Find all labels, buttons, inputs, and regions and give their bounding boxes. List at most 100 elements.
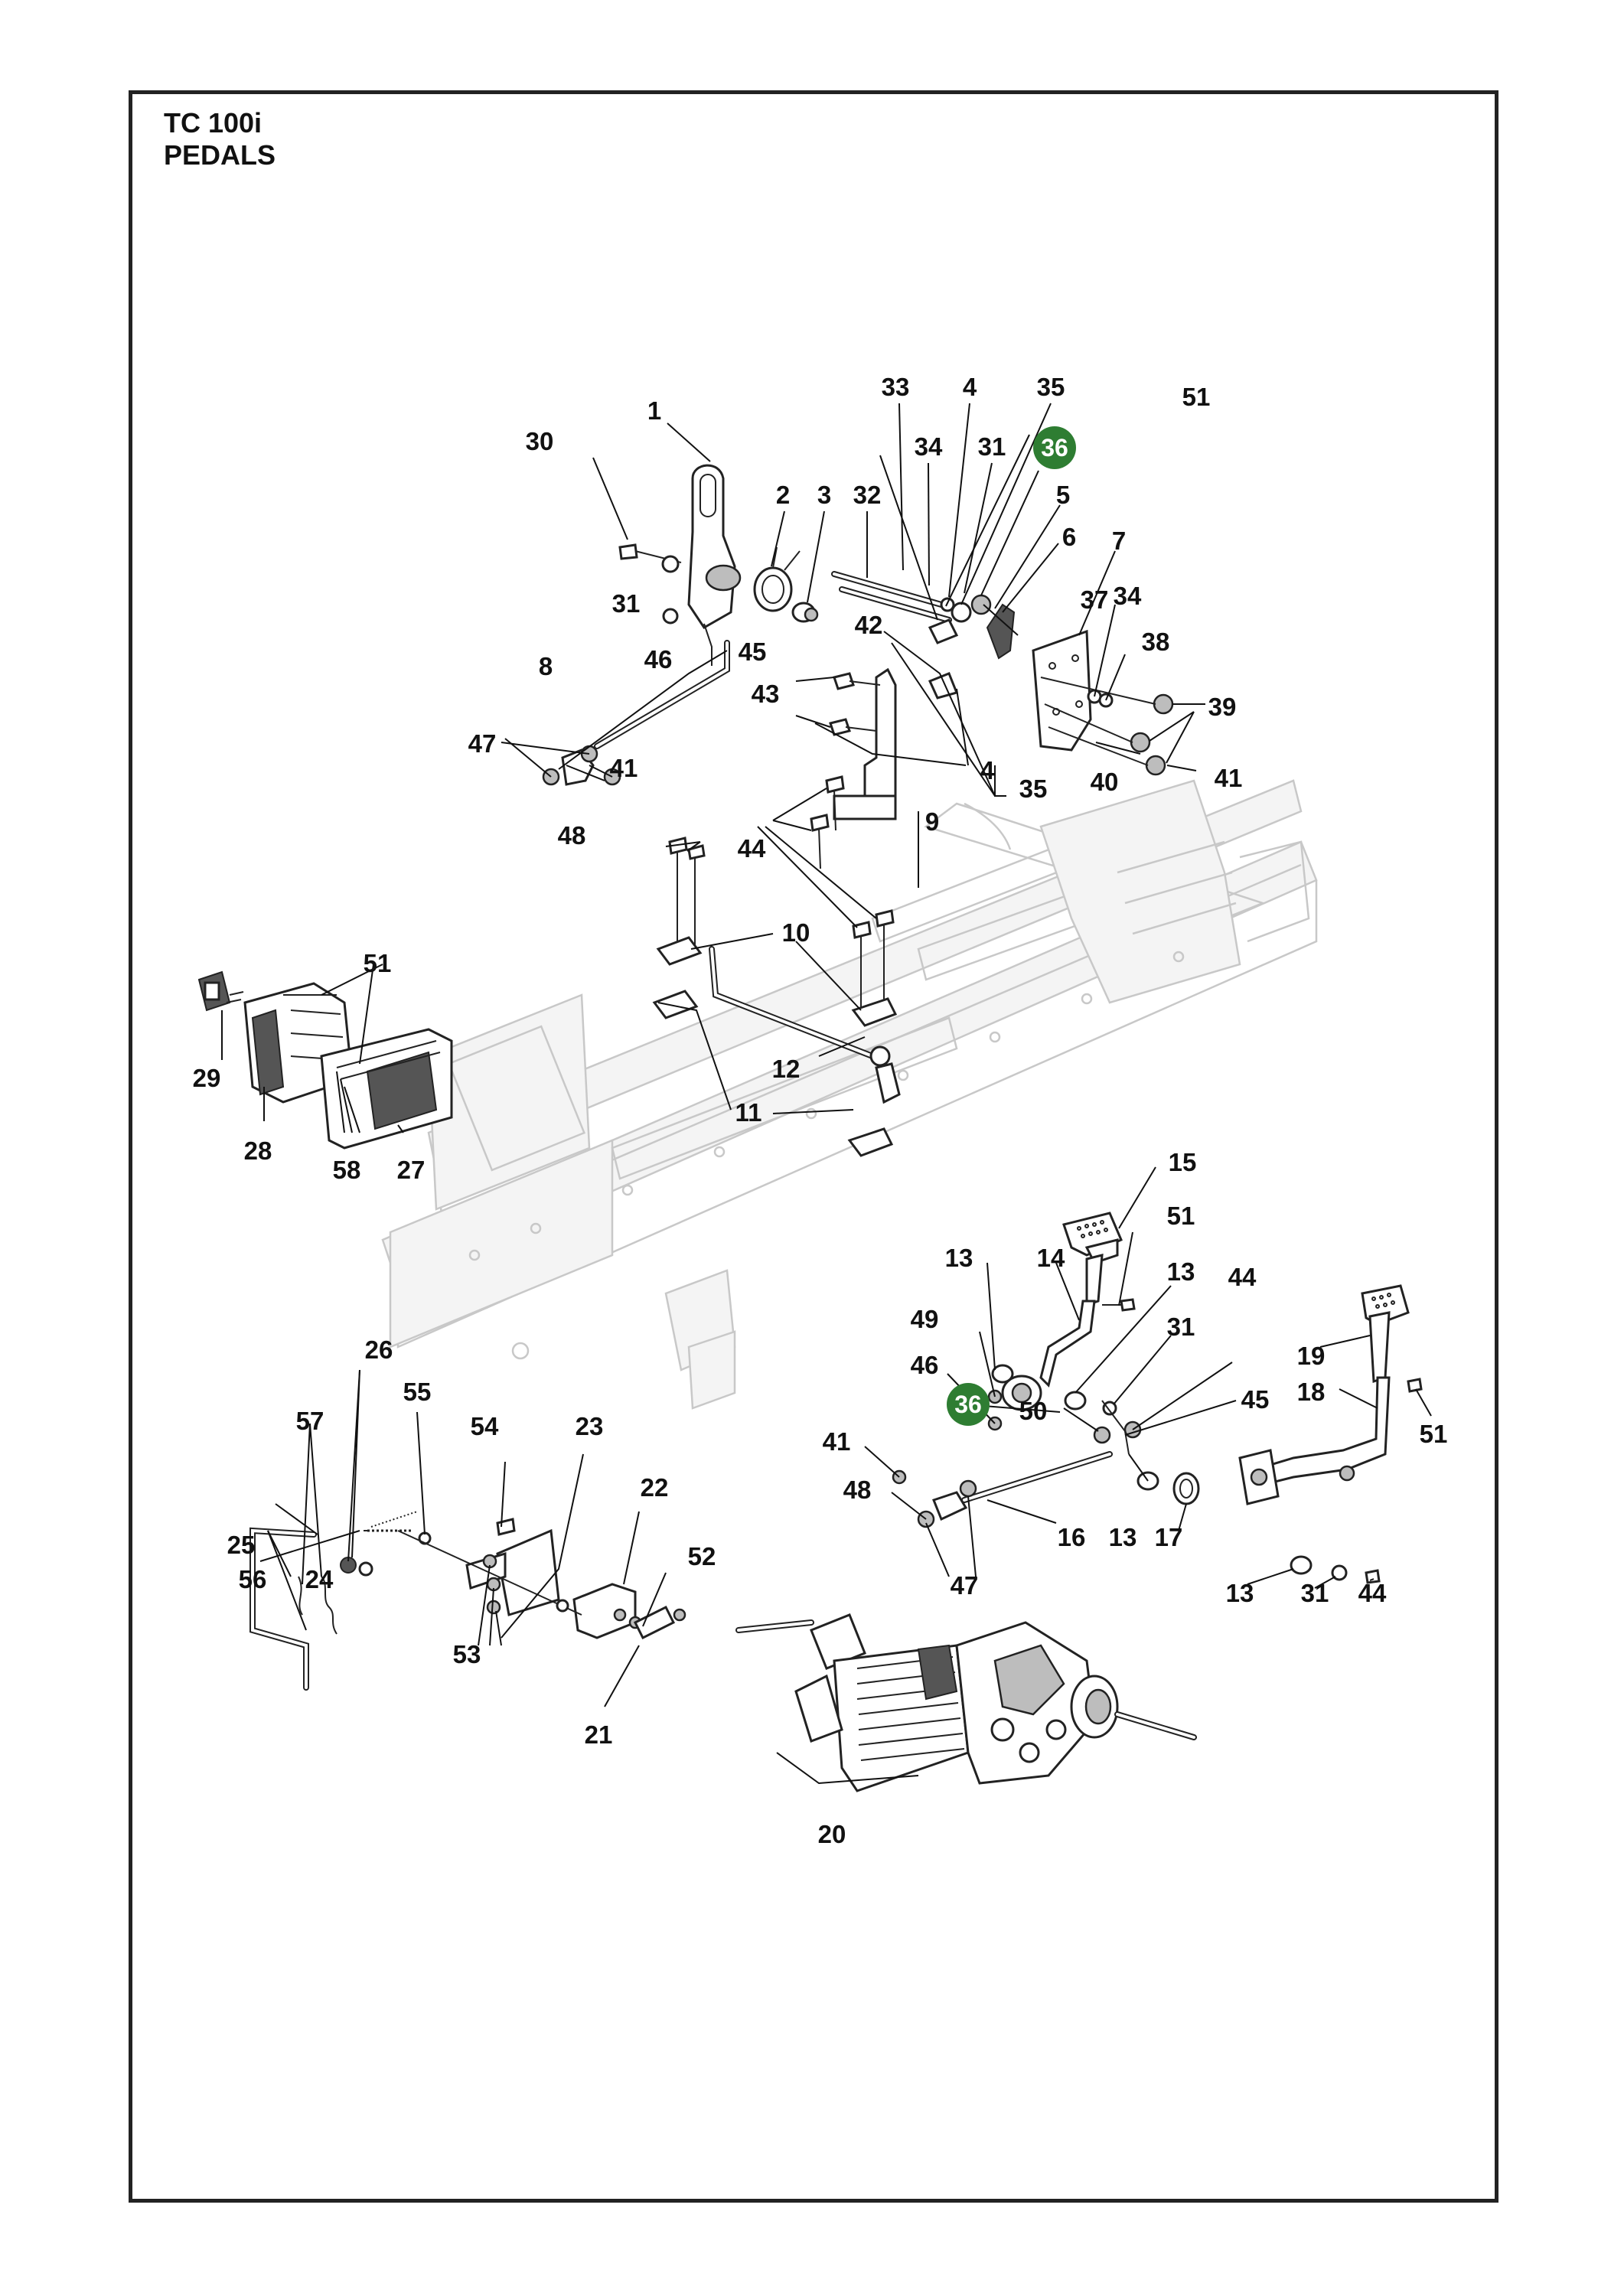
mounting-plate-7 (1032, 629, 1092, 752)
callout-label: 44 (1358, 1579, 1387, 1607)
controller-box (197, 970, 453, 1150)
shaft-brackets (652, 936, 898, 1157)
callout-label: 41 (823, 1427, 851, 1456)
callout-label: 50 (1019, 1397, 1048, 1425)
callout-label: 41 (1215, 764, 1243, 792)
callout-label: 8 (539, 652, 553, 680)
callout-label: 26 (365, 1336, 393, 1364)
callout-label: 40 (1091, 768, 1119, 796)
callout-label: 9 (925, 807, 939, 836)
callout-label: 54 (471, 1412, 499, 1440)
callout-label: 49 (911, 1305, 939, 1333)
torsion-spring (753, 546, 801, 612)
callout-label: 6 (1062, 523, 1076, 551)
bushings-13 (991, 1364, 1313, 1575)
callout-label: 5 (1056, 481, 1070, 509)
callout-label: 31 (1167, 1313, 1195, 1341)
callout-label: 56 (239, 1565, 267, 1593)
callout-label: 43 (752, 680, 780, 708)
callout-label: 32 (853, 481, 882, 509)
callout-label: 4 (980, 756, 995, 784)
highlight-badge (947, 1383, 990, 1426)
callout-label: 4 (963, 373, 977, 401)
callout-label: 34 (915, 432, 943, 461)
callout-label: 39 (1208, 693, 1237, 721)
callout-label: 7 (1112, 527, 1126, 555)
leader-lines (221, 403, 1432, 1785)
highlight-label: 36 (954, 1391, 982, 1418)
park-brake-rod-25 (249, 1527, 317, 1691)
callout-label: 18 (1297, 1378, 1326, 1406)
callout-label: 46 (644, 645, 673, 673)
callout-label: 27 (397, 1156, 426, 1184)
callout-label: 35 (1019, 775, 1048, 803)
callout-label: 33 (882, 373, 910, 401)
title-block: TC 100i PEDALS (164, 107, 276, 171)
transaxle-motor-20 (735, 1613, 1197, 1792)
chassis-frame (381, 779, 1318, 1410)
callout-label: 48 (843, 1476, 872, 1504)
callout-label: 51 (1167, 1202, 1195, 1230)
callout-label: 34 (1114, 582, 1142, 610)
pedal-15 (1062, 1212, 1123, 1307)
callout-label: 45 (1241, 1385, 1270, 1414)
callout-label: 48 (558, 821, 586, 850)
callout-label: 51 (1420, 1420, 1448, 1448)
callout-label: 3 (817, 481, 831, 509)
callout-label: 52 (688, 1542, 716, 1570)
callout-labels: 1 2 3 4 4 5 6 7 8 9 10 11 12 13 13 13 13… (193, 373, 1448, 1848)
callout-label: 58 (333, 1156, 361, 1184)
callout-label: 46 (911, 1351, 939, 1379)
highlight-badge (1033, 426, 1076, 469)
callout-label: 47 (951, 1571, 979, 1600)
callout-label: 17 (1155, 1523, 1183, 1551)
callout-label: 13 (1226, 1579, 1254, 1607)
callout-label: 21 (585, 1720, 613, 1749)
callout-label: 41 (610, 754, 638, 782)
callout-label: 44 (738, 834, 766, 863)
drawing-border (129, 90, 1498, 2203)
pedal-19 (1361, 1284, 1410, 1384)
callout-label: 31 (612, 589, 641, 618)
callout-label: 24 (305, 1565, 334, 1593)
highlighted-callouts: 36 36 (947, 426, 1076, 1426)
bolts-44-upper (668, 775, 895, 1018)
cross-shaft-12 (709, 946, 901, 1104)
callout-label: 42 (855, 611, 883, 639)
highlight-label: 36 (1041, 434, 1068, 461)
callout-label: 11 (735, 1098, 762, 1127)
callout-label: 53 (453, 1640, 481, 1668)
callout-label: 13 (945, 1244, 973, 1272)
callout-label: 35 (1037, 373, 1065, 401)
callout-label: 1 (647, 396, 661, 425)
callout-label: 51 (364, 949, 392, 977)
spring-24 (360, 1511, 418, 1531)
callout-label: 51 (1182, 383, 1211, 411)
bolts-43 (829, 672, 881, 736)
bracket-23 (465, 1518, 560, 1616)
bracket-9 (833, 667, 897, 820)
callout-label: 29 (193, 1064, 221, 1092)
callout-label: 13 (1167, 1257, 1195, 1286)
callout-label: 45 (739, 638, 767, 666)
callout-label: 37 (1081, 585, 1109, 614)
callout-label: 28 (244, 1137, 272, 1165)
callout-label: 22 (641, 1473, 669, 1502)
callout-label: 31 (978, 432, 1006, 461)
link-arm (928, 603, 1016, 700)
callout-label: 19 (1297, 1342, 1326, 1370)
callout-label: 44 (1228, 1263, 1257, 1291)
callout-label: 2 (776, 481, 790, 509)
callout-label: 15 (1169, 1148, 1197, 1176)
callout-label: 23 (576, 1412, 604, 1440)
callout-label: 55 (403, 1378, 432, 1406)
brake-lever-plate (687, 464, 742, 666)
callout-label: 31 (1301, 1579, 1329, 1607)
callout-label: 57 (296, 1407, 324, 1435)
callout-label: 38 (1142, 628, 1170, 656)
section-name: PEDALS (164, 139, 276, 171)
callout-label: 47 (468, 729, 497, 758)
callout-label: 20 (818, 1820, 846, 1848)
callout-label: 12 (772, 1055, 801, 1083)
